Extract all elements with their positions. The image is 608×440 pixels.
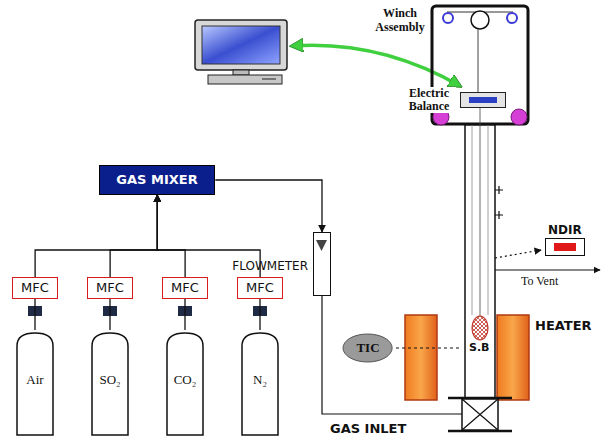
- gas-inlet-block: [462, 399, 498, 430]
- node-label: MFC: [96, 280, 124, 296]
- hang-wire: [478, 29, 479, 92]
- gas-line: [259, 299, 260, 330]
- cylinder-valve: [28, 306, 267, 316]
- gas-line: [157, 195, 185, 277]
- winch-pulley: [507, 13, 517, 23]
- balance-display: [469, 97, 497, 103]
- support-roller: [511, 109, 527, 125]
- gas-line: [109, 299, 110, 330]
- gas-cylinder: N₂: [240, 330, 280, 436]
- node-label: SO₂: [90, 372, 130, 387]
- gas-line: [110, 195, 157, 277]
- vent-line: [495, 269, 600, 270]
- gas-cylinder: CO₂: [165, 330, 205, 436]
- winch-drum: [471, 11, 489, 29]
- node-label: FLOWMETER: [232, 259, 308, 273]
- part-label: S.B: [469, 341, 490, 354]
- gas-line: [34, 299, 35, 330]
- gas-inlet-block: [462, 399, 498, 430]
- port-mark: [495, 186, 503, 219]
- heater-block: [497, 315, 529, 400]
- computer-icon: [195, 20, 287, 84]
- gas-cylinder: SO₂: [90, 330, 130, 436]
- node-label: MFC: [171, 280, 199, 296]
- analyzer-cell: [554, 243, 576, 251]
- flowmeter-tube: FLOWMETER: [313, 232, 331, 296]
- analyzer-box: NDIR: [545, 238, 585, 256]
- flow-controller-box: MFC: [162, 277, 208, 299]
- sample-basket: [472, 316, 488, 340]
- sample-line: [495, 250, 541, 258]
- part-label: HEATER: [535, 318, 592, 333]
- gas-line: [215, 180, 322, 232]
- winch-pulley: [443, 13, 453, 23]
- node-label: MFC: [21, 280, 49, 296]
- heater-block: [405, 315, 437, 400]
- balance-box: Electric Balance: [460, 92, 506, 108]
- controller-ellipse: TIC: [342, 333, 394, 363]
- node-label: Electric Balance: [402, 87, 456, 113]
- sample-wire: [480, 108, 481, 316]
- outlet-label: To Vent: [521, 274, 558, 288]
- gas-line: [322, 296, 462, 414]
- tube-inner-wall: [472, 125, 473, 315]
- flow-controller-box: MFC: [87, 277, 133, 299]
- data-link-arrow: [292, 45, 460, 86]
- gas-line: [184, 299, 185, 330]
- flow-controller-box: MFC: [12, 277, 58, 299]
- node-label: MFC: [246, 280, 274, 296]
- flow-controller-box: MFC: [237, 277, 283, 299]
- node-label: CO₂: [165, 372, 205, 387]
- gas-line: [35, 195, 157, 277]
- flowmeter-float: [314, 237, 329, 257]
- node-label: GAS MIXER: [116, 172, 198, 188]
- node-label: N₂: [240, 372, 280, 387]
- node-label: TIC: [356, 340, 380, 356]
- tube-inner-wall: [488, 125, 489, 315]
- node-label: Air: [15, 372, 55, 387]
- part-label: Winch Assembly: [370, 6, 430, 34]
- node-label: NDIR: [548, 223, 582, 237]
- part-label: GAS INLET: [330, 421, 406, 436]
- mixer-box: GAS MIXER: [99, 165, 215, 195]
- gas-cylinder: Air: [15, 330, 55, 436]
- control-line: [396, 347, 462, 348]
